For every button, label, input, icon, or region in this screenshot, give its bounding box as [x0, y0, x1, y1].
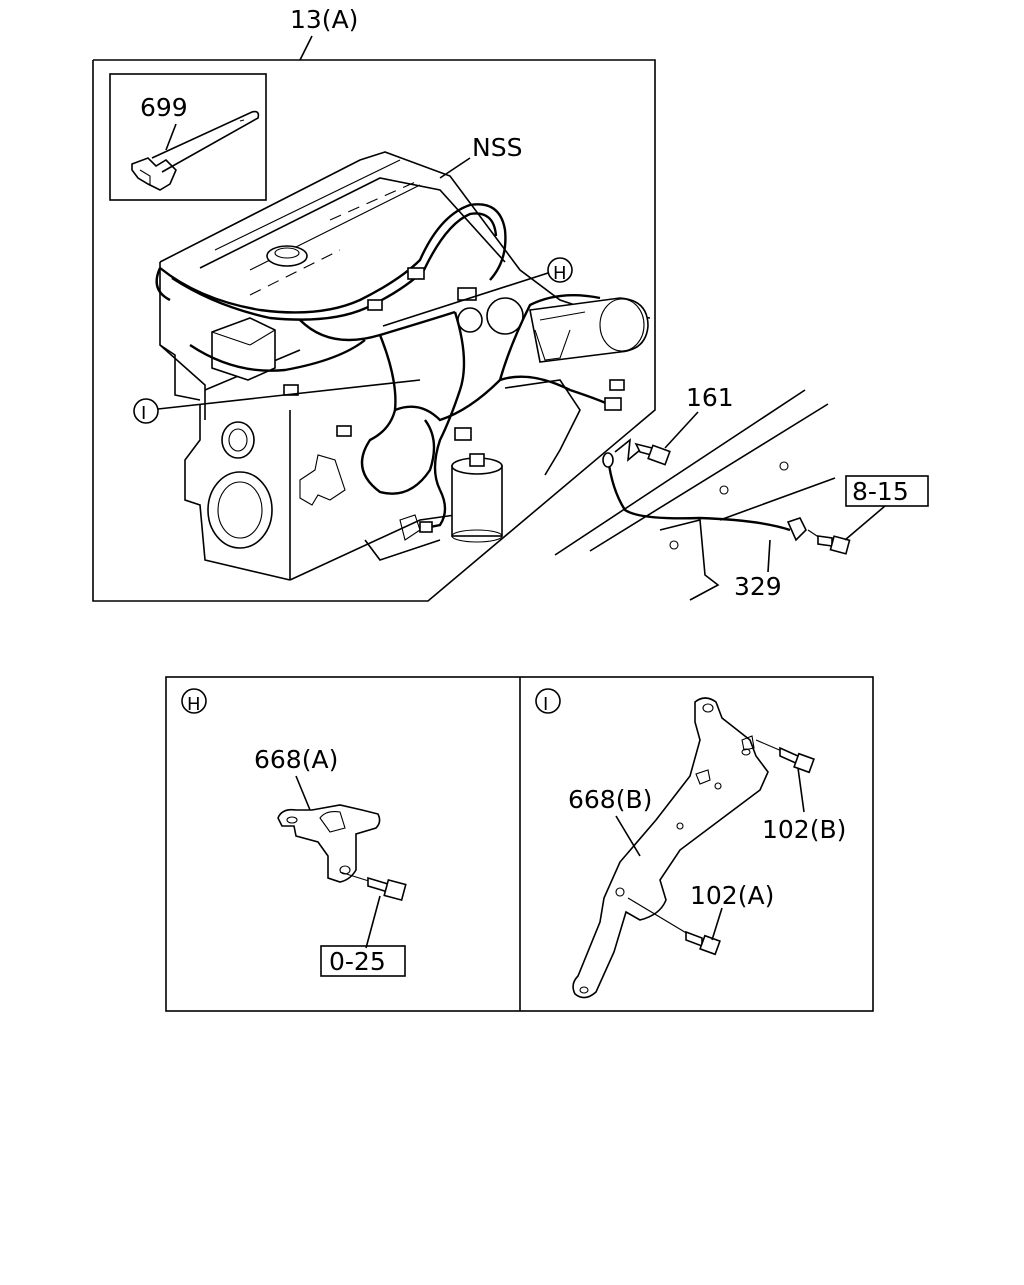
callout-i-main: I: [133, 379, 421, 424]
detail-panels: [165, 676, 874, 1012]
bolt-a-label: 102(A): [690, 881, 774, 910]
frame-rail: [554, 389, 836, 601]
harness-label: NSS: [472, 133, 522, 162]
detail-i: I 102(B) 102(A) 668(B): [535, 688, 846, 999]
engine-assembly-label: 13(A): [290, 5, 358, 34]
detail-h: H 668(A) 0-25: [181, 688, 407, 977]
bracket-a-label: 668(A): [254, 745, 338, 774]
wiring-harness: NSS: [155, 133, 625, 533]
callout-h-main-letter: H: [553, 263, 567, 284]
detail-h-letter: H: [187, 694, 201, 715]
ref-0-25-label: 0-25: [329, 947, 386, 976]
clip-inset: 699: [109, 73, 267, 201]
ground-cable: 329: [602, 452, 807, 601]
callout-i-main-letter: I: [141, 403, 146, 424]
ref-8-15-label: 8-15: [852, 477, 909, 506]
bracket-b-label: 668(B): [568, 785, 652, 814]
ground-cable-label: 329: [734, 572, 782, 601]
bolt-8-15: 8-15: [807, 475, 929, 555]
clip-label: 699: [140, 93, 188, 122]
bolt-161: 161: [634, 383, 734, 466]
engine-panel: 13(A): [92, 5, 656, 602]
bolt-161-label: 161: [686, 383, 734, 412]
detail-i-letter: I: [543, 694, 548, 715]
bolt-b-label: 102(B): [762, 815, 846, 844]
callout-h-main: H: [382, 257, 573, 327]
